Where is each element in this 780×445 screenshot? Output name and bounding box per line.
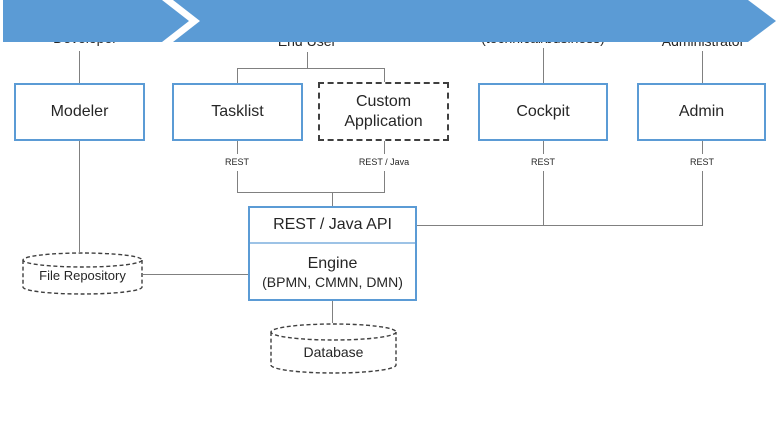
database-cylinder-icon (22, 252, 143, 295)
protocol-label-cockpit: REST (525, 155, 561, 169)
connector-cockpit-down-2 (543, 171, 544, 225)
engine-subtitle: (BPMN, CMMN, DMN) (262, 273, 403, 290)
connector-custom-app-down-2 (384, 171, 385, 192)
cylinder-top (270, 323, 397, 341)
connector-file-repository-engine (143, 274, 248, 275)
connector-administrator-admin (702, 51, 703, 83)
phase-label-execute: Execute (450, 404, 499, 420)
box-cockpit: Cockpit (478, 83, 608, 141)
protocol-label-tasklist: REST (219, 155, 255, 169)
phase-arrow-model (3, 0, 189, 42)
connector-admin-down-2 (702, 171, 703, 225)
connector-join-api (332, 192, 333, 206)
phase-arrow-execute (173, 0, 776, 42)
cylinder-body (22, 260, 143, 295)
store-file-repository: File Repository (22, 252, 143, 295)
connector-cockpit-down-1 (543, 141, 544, 154)
connector-operator-cockpit (543, 48, 544, 83)
connector-custom-app-down-1 (384, 141, 385, 154)
file-repository-label: File Repository (39, 268, 126, 283)
box-tasklist: Tasklist (172, 83, 303, 141)
connector-business-analyst-modeler (79, 51, 80, 83)
store-database: Database (270, 323, 397, 374)
connector-end-user-split (237, 68, 384, 69)
database-cylinder-icon (270, 323, 397, 374)
protocol-label-admin: REST (684, 155, 720, 169)
box-custom-application: Custom Application (318, 82, 449, 141)
connector-end-user-custom-app (384, 68, 385, 83)
box-modeler: Modeler (14, 83, 145, 141)
connector-end-user-stem (307, 52, 308, 69)
phase-label-model: Model (77, 404, 115, 420)
box-engine: Engine (BPMN, CMMN, DMN) (250, 244, 415, 299)
connector-tasklist-down-2 (237, 171, 238, 192)
connector-tasklist-down-1 (237, 141, 238, 154)
protocol-label-custom-application: REST / Java (353, 155, 415, 169)
box-rest-java-api: REST / Java API (250, 208, 415, 244)
cylinder-top (22, 252, 143, 268)
connector-cockpit-admin-api (417, 225, 703, 226)
cylinder-body (270, 332, 397, 374)
connector-engine-database (332, 301, 333, 323)
engine-title: Engine (307, 254, 358, 272)
connector-admin-down-1 (702, 141, 703, 154)
phase-band (0, 0, 780, 42)
box-admin: Admin (637, 83, 766, 141)
box-api-engine-stack: REST / Java API Engine (BPMN, CMMN, DMN) (248, 206, 417, 301)
database-label: Database (303, 344, 364, 360)
connector-user-apps-join (237, 192, 385, 193)
connector-modeler-file-repository (79, 141, 80, 252)
connector-end-user-tasklist (237, 68, 238, 83)
